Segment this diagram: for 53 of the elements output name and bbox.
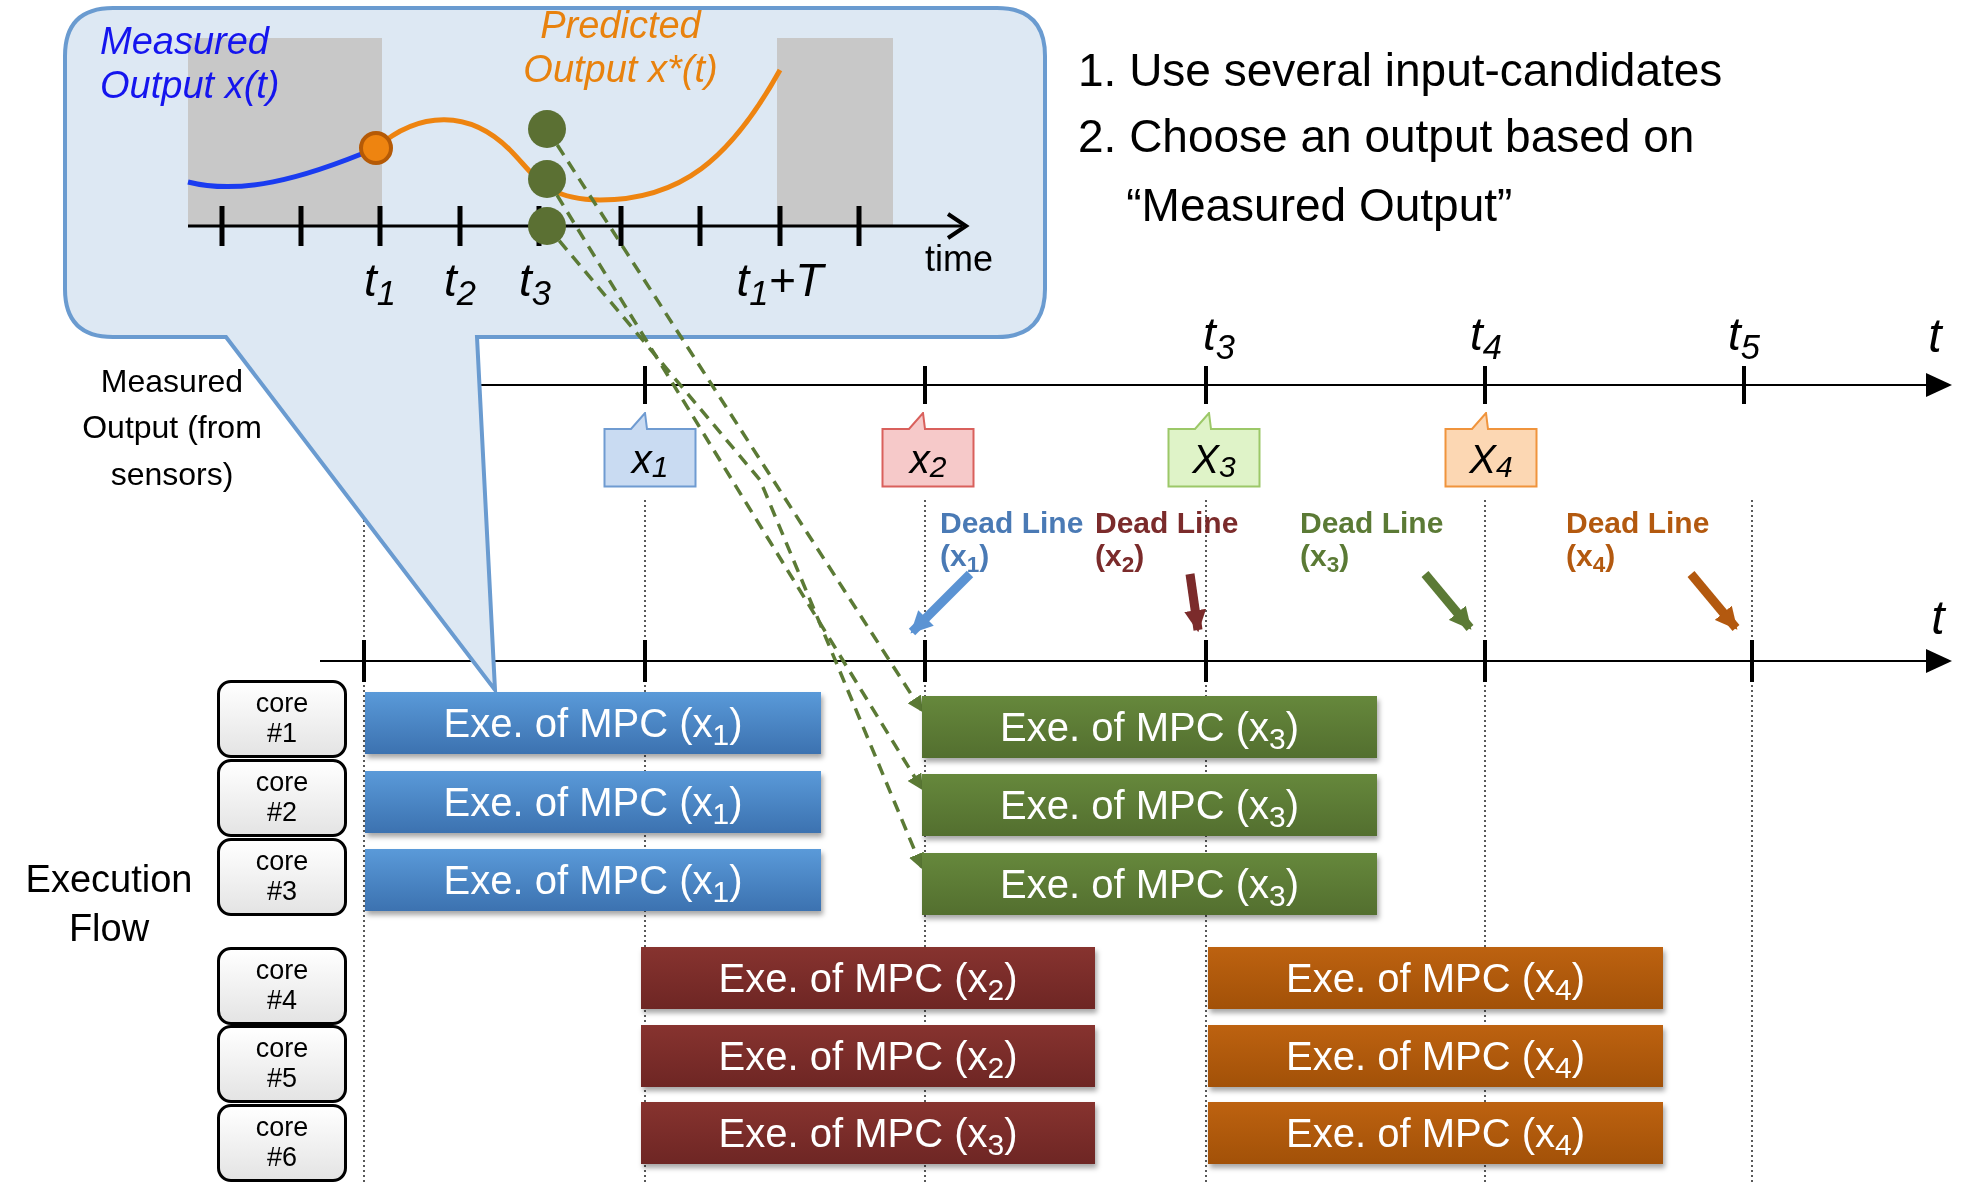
dashed-arrow — [555, 144, 924, 713]
execution-bar: Exe. of MPC (x$_{3}$) — [922, 774, 1377, 836]
sample-flag — [1167, 412, 1261, 488]
sample-flag — [603, 412, 697, 488]
tick-label: t$_{5}$ — [1727, 307, 1761, 366]
plot-label: Measured Output x(t) — [100, 20, 281, 108]
sample-label: X$_{4}$ — [1468, 436, 1514, 485]
dashed-arrow — [555, 194, 924, 791]
sample-label: x$_{2}$ — [907, 436, 948, 485]
step-text: 1. Use several input-candidates — [1078, 43, 1724, 98]
arrow — [1184, 573, 1207, 633]
core-box: core #2 — [217, 759, 347, 837]
deadline-label: Dead Line (x$_{3}$) — [1300, 506, 1450, 574]
tick-label: t$_{4}$ — [1469, 307, 1503, 366]
plot-label: t$_{1}$+T — [735, 253, 827, 314]
tick-label: t$_{3}$ — [1202, 307, 1236, 366]
deadline-label: Dead Line (x$_{1}$) — [940, 506, 1090, 574]
execution-bar: Exe. of MPC (x$_{2}$) — [641, 1025, 1095, 1087]
sample-label: X$_{3}$ — [1191, 436, 1237, 485]
plot-label: time — [925, 237, 994, 281]
arrow — [1421, 571, 1474, 631]
row-label: Measured Output (from sensors) — [81, 362, 263, 494]
sample-flag — [1444, 412, 1538, 488]
axis-label: t — [1927, 308, 1944, 364]
core-box: core #4 — [217, 947, 347, 1025]
execution-bar: Exe. of MPC (x$_{1}$) — [365, 771, 821, 833]
core-box: core #6 — [217, 1104, 347, 1182]
dashed-arrow — [557, 239, 924, 870]
plot-label: t$_{1}$ — [363, 253, 397, 314]
step-text: 2. Choose an output based on “Measured Output” — [1078, 109, 1696, 233]
arrow — [908, 570, 974, 636]
plot-label: Predicted Output x*(t) — [522, 4, 719, 92]
axis-label: t — [1930, 590, 1947, 646]
deadline-label: Dead Line (x$_{2}$) — [1095, 506, 1245, 574]
arrow — [1687, 571, 1740, 631]
row-label: Execution Flow — [24, 857, 194, 952]
execution-bar: Exe. of MPC (x$_{2}$) — [641, 947, 1095, 1009]
execution-bar: Exe. of MPC (x$_{3}$) — [922, 696, 1377, 758]
sample-flag — [881, 412, 975, 488]
core-box: core #5 — [217, 1025, 347, 1103]
execution-bar: Exe. of MPC (x$_{3}$) — [922, 853, 1377, 915]
execution-bar: Exe. of MPC (x$_{3}$) — [641, 1102, 1095, 1164]
execution-bar: Exe. of MPC (x$_{4}$) — [1208, 1102, 1663, 1164]
core-box: core #1 — [217, 680, 347, 758]
sample-label: x$_{1}$ — [629, 436, 670, 485]
execution-bar: Exe. of MPC (x$_{1}$) — [365, 692, 821, 754]
plot-label: t$_{3}$ — [518, 253, 552, 314]
execution-bar: Exe. of MPC (x$_{4}$) — [1208, 1025, 1663, 1087]
core-box: core #3 — [217, 838, 347, 916]
deadline-label: Dead Line (x$_{4}$) — [1566, 506, 1716, 574]
execution-bar: Exe. of MPC (x$_{4}$) — [1208, 947, 1663, 1009]
plot-label: t$_{2}$ — [443, 253, 477, 314]
execution-bar: Exe. of MPC (x$_{1}$) — [365, 849, 821, 911]
